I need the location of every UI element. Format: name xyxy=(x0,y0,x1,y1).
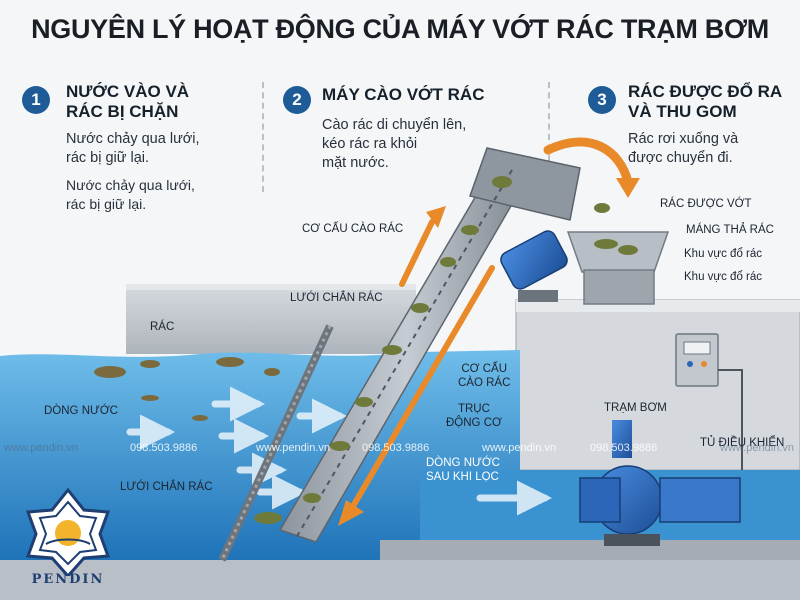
label-trash-chute: MÁNG THẢ RÁC xyxy=(686,224,774,236)
label-motor-shaft-line1: TRỤC xyxy=(457,403,490,415)
step-2-text: Cào rác di chuyển lên, kéo rác ra khỏi m… xyxy=(322,116,466,173)
step-1-text-b-line2: rác bị giữ lại. xyxy=(66,196,147,212)
step-1-text-a-line1: Nước chảy qua lưới, xyxy=(66,131,200,147)
label-dump-area-2: Khu vực đổ rác xyxy=(684,271,763,283)
label-collected-trash: RÁC ĐƯỢC VỚT xyxy=(660,198,752,210)
step-3-text-line2: được chuyển đi. xyxy=(628,150,733,166)
label-dump-area-1: Khu vực đổ rác xyxy=(684,248,763,260)
label-motor-shaft: TRỤC ĐỘNG CƠ xyxy=(446,402,502,430)
debris-on-rake xyxy=(254,176,512,524)
step-2-text-line1: Cào rác di chuyển lên, xyxy=(322,117,467,133)
watermark-site-1: www.pendin.vn xyxy=(4,442,78,454)
watermark-phone-3: 098.503.9886 xyxy=(590,442,658,454)
label-filtered-flow-line2: SAU KHI LỌC xyxy=(426,471,499,483)
label-motor-shaft-line2: ĐỘNG CƠ xyxy=(446,417,502,429)
pendin-logo: PENDIN xyxy=(10,486,126,596)
step-separator-2 xyxy=(548,82,550,192)
watermark-phone-1: 098.503.9886 xyxy=(130,442,198,454)
step-2-text-line2: kéo rác ra khỏi xyxy=(322,136,418,152)
collection-hopper xyxy=(566,203,670,305)
label-rake-mechanism-mid-line2: CÀO RÁC xyxy=(458,377,511,389)
step-1-text-b: Nước chảy qua lưới, rác bị giữ lại. xyxy=(66,176,195,214)
rake-up-arrow xyxy=(399,219,435,287)
step-2-text-line3: mặt nước. xyxy=(322,155,389,171)
rake-down-arrow xyxy=(349,265,495,511)
step-3-badge: 3 xyxy=(588,86,616,114)
label-trash: RÁC xyxy=(150,321,175,333)
step-2-badge: 2 xyxy=(283,86,311,114)
control-cabinet xyxy=(675,333,743,470)
step-3-text-line1: Rác rơi xuống và xyxy=(628,131,739,147)
trash-screen xyxy=(218,324,334,562)
step-3-text: Rác rơi xuống và được chuyển đi. xyxy=(628,130,738,168)
label-trash-screen-top: LƯỚI CHẮN RÁC xyxy=(290,292,383,304)
step-1-text-a-line2: rác bị giữ lại. xyxy=(66,150,150,166)
label-rake-mechanism-top: CƠ CẤU CÀO RÁC xyxy=(302,223,404,235)
logo-emblem-icon xyxy=(25,487,111,579)
label-pump-station: TRẠM BƠM xyxy=(604,402,667,414)
step-separator-1 xyxy=(262,82,264,192)
step-3-heading: RÁC ĐƯỢC ĐỔ RA VÀ THU GOM xyxy=(628,82,782,122)
watermark-site-3: www.pendin.vn xyxy=(482,442,556,454)
page-title: NGUYÊN LÝ HOẠT ĐỘNG CỦA MÁY VỚT RÁC TRẠM… xyxy=(31,14,769,44)
channel-floor xyxy=(0,560,800,600)
label-rake-mechanism-mid: CƠ CẤU CÀO RÁC xyxy=(458,362,510,390)
step-1-heading: NƯỚC VÀO VÀ RÁC BỊ CHẶN xyxy=(66,82,189,122)
label-filtered-flow-line1: DÒNG NƯỚC xyxy=(426,457,500,469)
step-2-heading: MÁY CÀO VỚT RÁC xyxy=(322,85,485,104)
motor xyxy=(500,230,568,302)
step-3-heading-line1: RÁC ĐƯỢC ĐỔ RA xyxy=(628,82,783,101)
step-1-heading-line2: RÁC BỊ CHẶN xyxy=(66,102,179,121)
logo-wordmark: PENDIN xyxy=(31,572,105,587)
watermark-phone-2: 098.503.9886 xyxy=(362,442,430,454)
drop-arrow xyxy=(543,137,633,187)
pump xyxy=(579,420,741,546)
step-1-heading-line1: NƯỚC VÀO VÀ xyxy=(66,82,190,101)
step-3-heading-line2: VÀ THU GOM xyxy=(628,102,737,121)
label-rake-mechanism-mid-line1: CƠ CẤU xyxy=(461,363,508,375)
label-filtered-flow: DÒNG NƯỚC SAU KHI LỌC xyxy=(426,456,500,484)
step-1-badge: 1 xyxy=(22,86,50,114)
step-1-text-a: Nước chảy qua lưới, rác bị giữ lại. xyxy=(66,130,200,168)
pump-house-wall xyxy=(515,299,800,471)
watermark-site-2: www.pendin.vn xyxy=(256,442,330,454)
label-control-cabinet: TỦ ĐIỀU KHIỂN xyxy=(700,437,785,449)
label-trash-screen-bottom: LƯỚI CHẮN RÁC xyxy=(120,481,213,493)
floating-debris xyxy=(94,357,280,421)
watermark-site-4: www.pendin.vn xyxy=(720,442,794,454)
back-wall xyxy=(126,284,416,354)
label-water-flow: DÒNG NƯỚC xyxy=(44,405,118,417)
step-1-text-b-line1: Nước chảy qua lưới, xyxy=(66,177,195,193)
